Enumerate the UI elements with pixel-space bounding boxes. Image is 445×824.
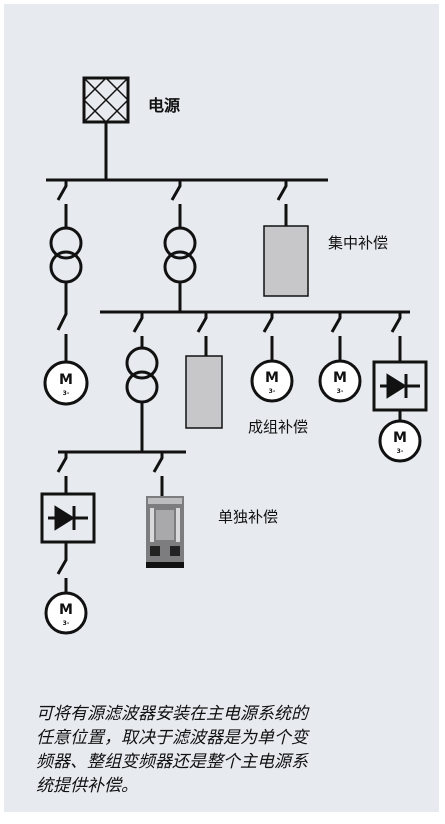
breaker-2 (170, 180, 182, 228)
power-source-label: 电源 (148, 96, 181, 115)
breaker-1 (56, 180, 68, 228)
motor-phase: 3- (337, 388, 344, 395)
group-compensation-box (185, 355, 223, 429)
motor-phase: 3- (397, 448, 404, 455)
breaker-3 (276, 180, 288, 226)
motor-phase: 3- (63, 620, 70, 627)
breaker-4 (132, 312, 144, 348)
motor-letter: M (265, 370, 279, 386)
motor-letter: M (393, 430, 407, 446)
transformer-2 (163, 226, 197, 284)
central-compensation-label: 集中补偿 (328, 234, 389, 252)
breaker-5 (196, 312, 208, 356)
motor-phase: 3- (63, 390, 70, 397)
caption-text: 可将有源滤波器安装在主电源系统的 任意位置，取决于滤波器是为单个变 频器、整组变… (36, 702, 406, 798)
motor-letter: M (59, 372, 73, 388)
group-compensation-label: 成组补偿 (248, 418, 309, 436)
breaker-11 (56, 542, 68, 594)
motor-4 (378, 419, 422, 463)
motor-3 (318, 359, 362, 403)
caption-line: 统提供补偿。 (36, 776, 138, 796)
motor-phase: 3- (269, 388, 276, 395)
power-source-symbol (82, 76, 130, 124)
motor-letter: M (333, 370, 347, 386)
motor-2 (250, 359, 294, 403)
caption-line: 可将有源滤波器安装在主电源系统的 (36, 704, 308, 724)
caption-line: 频器、整组变频器还是整个主电源系 (36, 752, 308, 772)
central-compensation-box (263, 225, 309, 297)
breaker-10 (152, 452, 164, 496)
transformer-3 (125, 346, 159, 404)
individual-compensation-label: 单独补偿 (218, 508, 279, 526)
breaker-9 (56, 452, 68, 494)
breaker-8 (390, 312, 402, 362)
motor-5 (44, 591, 88, 635)
transformer-1 (49, 226, 83, 284)
active-filter-device (146, 496, 184, 568)
breaker-7 (330, 312, 342, 362)
breaker-6 (262, 312, 274, 362)
transformer-1-outgoing (56, 282, 68, 348)
caption-line: 任意位置，取决于滤波器是为单个变 (36, 728, 308, 748)
motor-letter: M (59, 602, 73, 618)
